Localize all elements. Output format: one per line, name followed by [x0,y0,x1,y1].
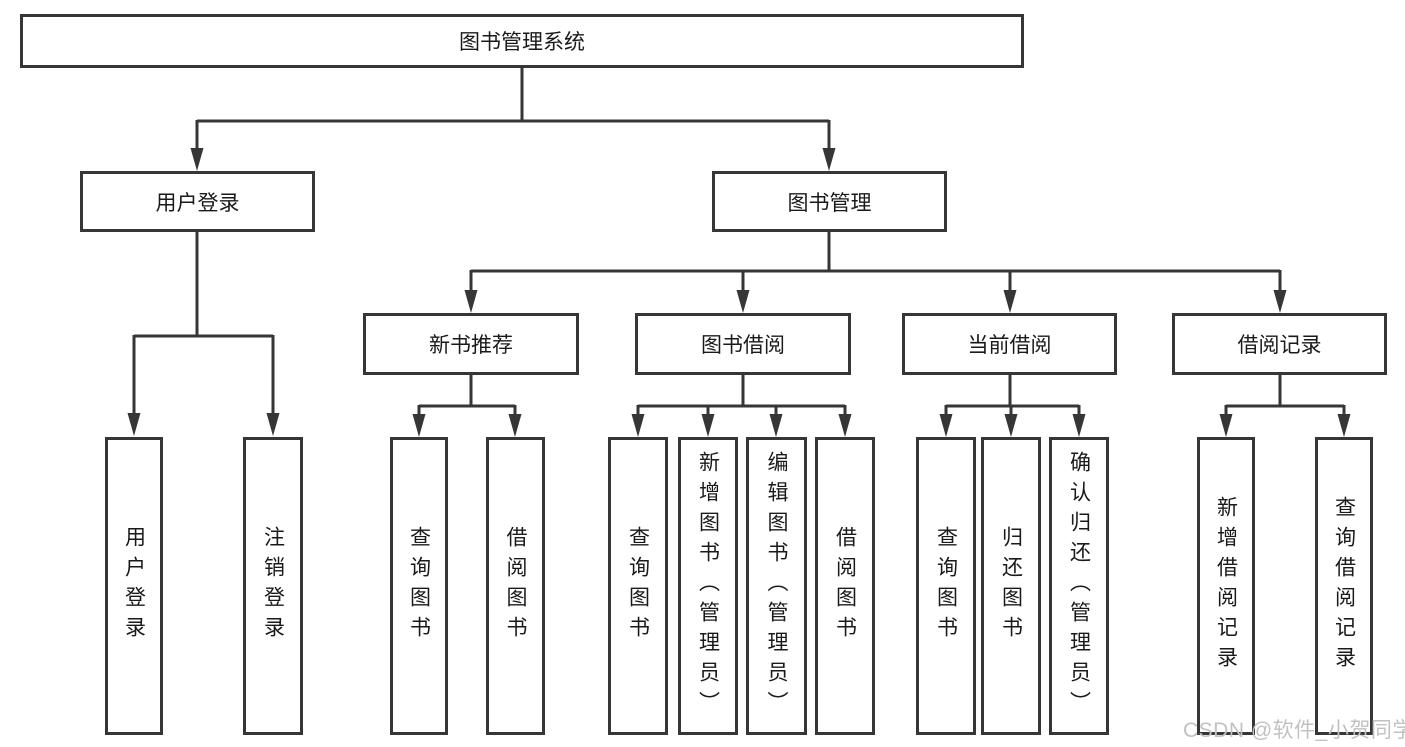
leaf-query-borrow-record-label: 查询借阅记录 [1332,496,1356,676]
connector-root-to-level2 [195,68,831,150]
leaf-add-book-admin-label: 新增图书（管理员） [696,451,720,721]
leaf-query-books-borrow-label: 查询图书 [626,526,650,646]
leaf-confirm-return-admin: 确认归还（管理员） [1049,437,1109,735]
connector-borrowrecords-to-leaves [1224,375,1346,416]
leaf-edit-book-admin: 编辑图书（管理员） [746,437,807,735]
node-user-login-label: 用户登录 [155,191,240,215]
leaf-edit-book-admin-label: 编辑图书（管理员） [765,451,788,721]
node-library-system-label: 图书管理系统 [459,31,585,54]
connector-userlogin-to-leaves [132,232,275,415]
csdn-watermark: CSDN @软件_小贺同学 [1183,719,1405,742]
connector-bookborrow-to-leaves [636,375,847,416]
node-library-system: 图书管理系统 [20,14,1024,68]
node-new-book-recommend-label: 新书推荐 [429,334,513,357]
leaf-query-books-current-label: 查询图书 [934,526,958,646]
leaf-add-borrow-record-label: 新增借阅记录 [1214,496,1238,676]
leaf-query-borrow-record: 查询借阅记录 [1315,437,1373,735]
leaf-query-books-borrow: 查询图书 [608,437,668,735]
leaf-return-book: 归还图书 [981,437,1041,735]
node-book-borrowing-label: 图书借阅 [701,334,785,357]
node-book-management-label: 图书管理 [787,191,872,215]
node-borrowing-records-label: 借阅记录 [1237,334,1322,357]
connector-currentborrow-to-leaves [944,375,1081,416]
leaf-query-books-recommend: 查询图书 [390,437,448,735]
leaf-return-book-label: 归还图书 [999,526,1023,646]
node-book-management: 图书管理 [712,171,947,232]
leaf-user-login: 用户登录 [105,437,163,735]
leaf-query-books-current: 查询图书 [916,437,976,735]
leaf-user-login-label: 用户登录 [122,526,146,646]
leaf-borrow-books-label: 借阅图书 [833,526,857,646]
leaf-logout: 注销登录 [243,437,303,735]
node-current-borrowing: 当前借阅 [902,313,1117,375]
node-new-book-recommend: 新书推荐 [363,313,579,375]
leaf-borrow-books-recommend: 借阅图书 [486,437,545,735]
leaf-confirm-return-admin-label: 确认归还（管理员） [1067,451,1091,721]
node-current-borrowing-label: 当前借阅 [967,334,1052,357]
node-user-login: 用户登录 [80,171,315,232]
node-book-borrowing: 图书借阅 [635,313,851,375]
leaf-borrow-books: 借阅图书 [815,437,875,735]
connector-newbook-to-leaves [417,375,517,416]
leaf-add-borrow-record: 新增借阅记录 [1197,437,1255,735]
leaf-logout-label: 注销登录 [261,526,285,646]
leaf-borrow-books-recommend-label: 借阅图书 [504,526,527,646]
leaf-query-books-recommend-label: 查询图书 [407,526,431,646]
arrowheads [127,148,1351,437]
node-borrowing-records: 借阅记录 [1172,313,1387,375]
connector-bookmgmt-to-level3 [469,232,1282,292]
leaf-add-book-admin: 新增图书（管理员） [678,437,738,735]
